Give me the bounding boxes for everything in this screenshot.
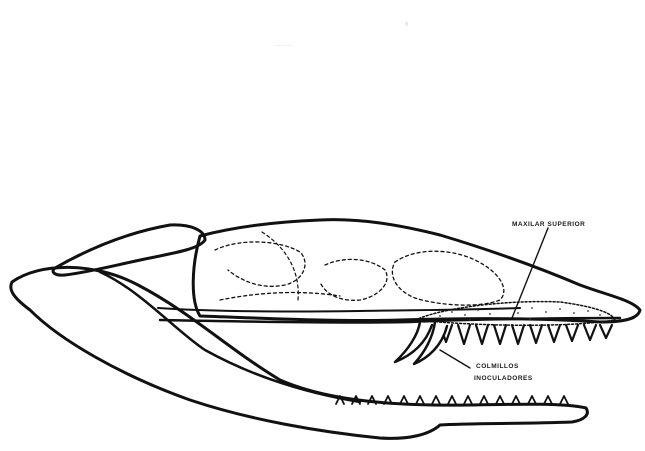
dotted-orbit	[392, 251, 503, 305]
palatal-line	[158, 308, 520, 312]
faint-page-number: 6	[405, 22, 409, 28]
leader-line-maxilar	[512, 228, 548, 318]
label-colmillos: COLMILLOS	[476, 363, 519, 370]
leader-line-colmillos	[440, 350, 470, 368]
mandible-inner-line	[100, 272, 360, 402]
label-maxilar-superior: MAXILAR SUPERIOR	[512, 221, 585, 228]
skull-outline	[193, 220, 640, 322]
label-inoculadores: INOCULADORES	[474, 375, 533, 382]
dotted-ridge	[220, 293, 340, 300]
faint-caption: ...........	[274, 42, 293, 48]
upper-teeth-row	[440, 325, 612, 344]
